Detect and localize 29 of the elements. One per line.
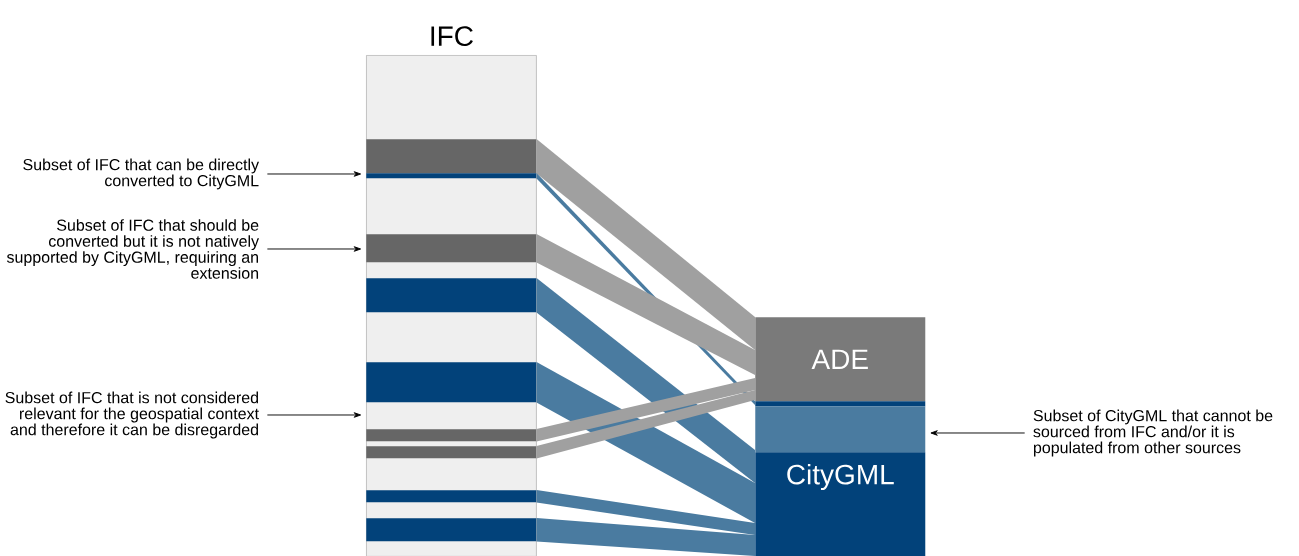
column-heading: IFC xyxy=(431,26,473,47)
flow-ribbon xyxy=(536,390,755,459)
band xyxy=(366,139,537,174)
box: ADE xyxy=(755,317,926,402)
box: CityGML xyxy=(755,452,926,556)
band xyxy=(366,278,537,313)
annotation: Subset of IFC that is not considered relevant for the geospatial context and therefore it can be disregarded xyxy=(5,391,259,439)
band xyxy=(366,234,537,263)
flow-ribbon xyxy=(536,518,755,556)
band xyxy=(366,173,537,179)
arrow xyxy=(930,430,1026,436)
annotation: Subset of IFC that should be converted but it is not natively supported by CityGML, requiring an extension xyxy=(6,219,259,279)
band xyxy=(366,429,537,442)
flow-ribbon xyxy=(536,378,755,442)
band xyxy=(755,401,926,407)
band xyxy=(366,446,537,459)
arrow xyxy=(266,171,362,177)
band xyxy=(366,518,537,542)
arrow xyxy=(266,412,362,418)
arrow xyxy=(266,246,362,252)
flow-ribbon xyxy=(536,278,755,483)
band xyxy=(366,490,537,503)
band xyxy=(366,362,537,403)
annotation: Subset of IFC that can be directly converted to CityGML xyxy=(23,158,259,190)
annotation: Subset of CityGML that cannot be sourced from IFC and/or it is populated from other sources xyxy=(1033,409,1273,457)
band xyxy=(755,406,926,453)
flow-ribbon xyxy=(536,234,755,375)
flow-ribbon xyxy=(536,490,755,535)
flow-ribbon xyxy=(536,139,755,350)
